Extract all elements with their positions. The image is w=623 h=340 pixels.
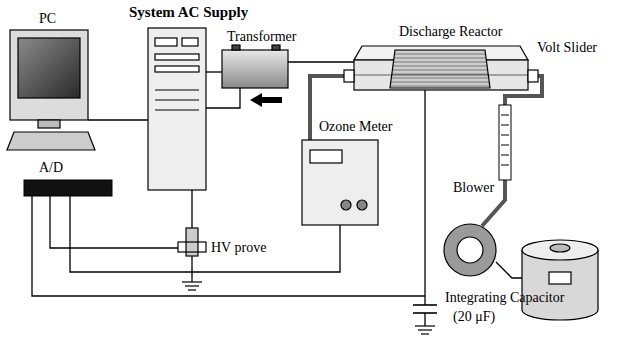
power-cable [496, 262, 522, 278]
signal-wire [424, 313, 425, 326]
transformer [232, 45, 240, 50]
signal-wire [206, 71, 222, 72]
blower [444, 224, 496, 276]
flow-meter [501, 125, 509, 126]
volt-slider [522, 240, 598, 260]
signal-wire [424, 90, 425, 305]
capacitor-label: Integrating Capacitor [444, 290, 565, 306]
supply-label: System AC Supply [128, 4, 249, 21]
discharge-reactor [354, 75, 528, 76]
flow-meter [501, 165, 509, 166]
slider-label: Volt Slider [536, 40, 598, 56]
discharge-reactor [344, 46, 538, 90]
capacitor-symbol [421, 333, 429, 334]
discharge-reactor [344, 70, 354, 82]
ad-converter [24, 180, 112, 196]
ac-supply-unit [155, 54, 199, 60]
pc-computer [10, 30, 88, 120]
volt-slider [550, 244, 570, 252]
reactor-label: Discharge Reactor [398, 24, 504, 40]
ac-supply-unit [148, 28, 206, 190]
probe-label: HV prove [210, 240, 267, 256]
signal-wire [191, 256, 192, 282]
ac-supply-unit [155, 89, 199, 90]
signal-wire [288, 61, 354, 62]
capacitance-value: (20 μF) [452, 309, 496, 325]
transformer [222, 50, 288, 88]
hv-probe [185, 285, 199, 286]
hv-probe [182, 281, 202, 282]
flow-meter [499, 105, 511, 180]
flow-meter [501, 145, 509, 146]
flow-meter [499, 105, 511, 180]
pc-computer [7, 132, 95, 150]
ac-supply-unit [155, 38, 177, 46]
capacitor-symbol [415, 325, 435, 326]
ad-converter [24, 180, 112, 196]
blower-label: Blower [452, 180, 495, 196]
capacitor-symbol [413, 305, 437, 334]
signal-wire [88, 119, 148, 120]
hv-probe [178, 228, 206, 290]
pc-computer [18, 38, 80, 98]
ac-supply-unit [155, 109, 199, 110]
transformer-label: Transformer [226, 29, 297, 45]
transformer [222, 45, 288, 88]
ozone-meter [302, 140, 378, 225]
pc-computer [38, 120, 60, 128]
ozone-meter [357, 200, 367, 210]
discharge-reactor [390, 50, 490, 88]
ac-supply-unit [155, 66, 199, 72]
signal-wire [70, 196, 340, 272]
flow-arrow [250, 93, 282, 107]
hv-probe [178, 242, 206, 252]
discharge-reactor [528, 70, 538, 82]
blower [457, 237, 483, 263]
power-cable [496, 262, 522, 278]
ac-supply-unit [155, 99, 199, 100]
pc-label: PC [38, 11, 57, 27]
pc-computer [7, 30, 95, 150]
meter-label: Ozone Meter [318, 119, 393, 135]
capacitor-symbol [418, 329, 432, 330]
ac-supply-unit [182, 38, 198, 46]
flow-meter [501, 155, 509, 156]
blower [444, 224, 496, 276]
flow-arrow [250, 93, 282, 107]
volt-slider [522, 240, 598, 320]
ozone-meter [310, 150, 342, 163]
volt-slider [549, 272, 571, 284]
ozone-meter [341, 200, 351, 210]
converter-label: A/D [38, 160, 64, 176]
ac-supply-unit [148, 28, 206, 190]
flow-meter [501, 115, 509, 116]
capacitor-symbol [413, 304, 437, 306]
flow-meter [501, 135, 509, 136]
signal-wire [50, 196, 178, 248]
hv-probe [188, 289, 196, 290]
capacitor-symbol [413, 312, 437, 314]
ozone-meter [302, 140, 378, 225]
transformer [272, 45, 280, 50]
